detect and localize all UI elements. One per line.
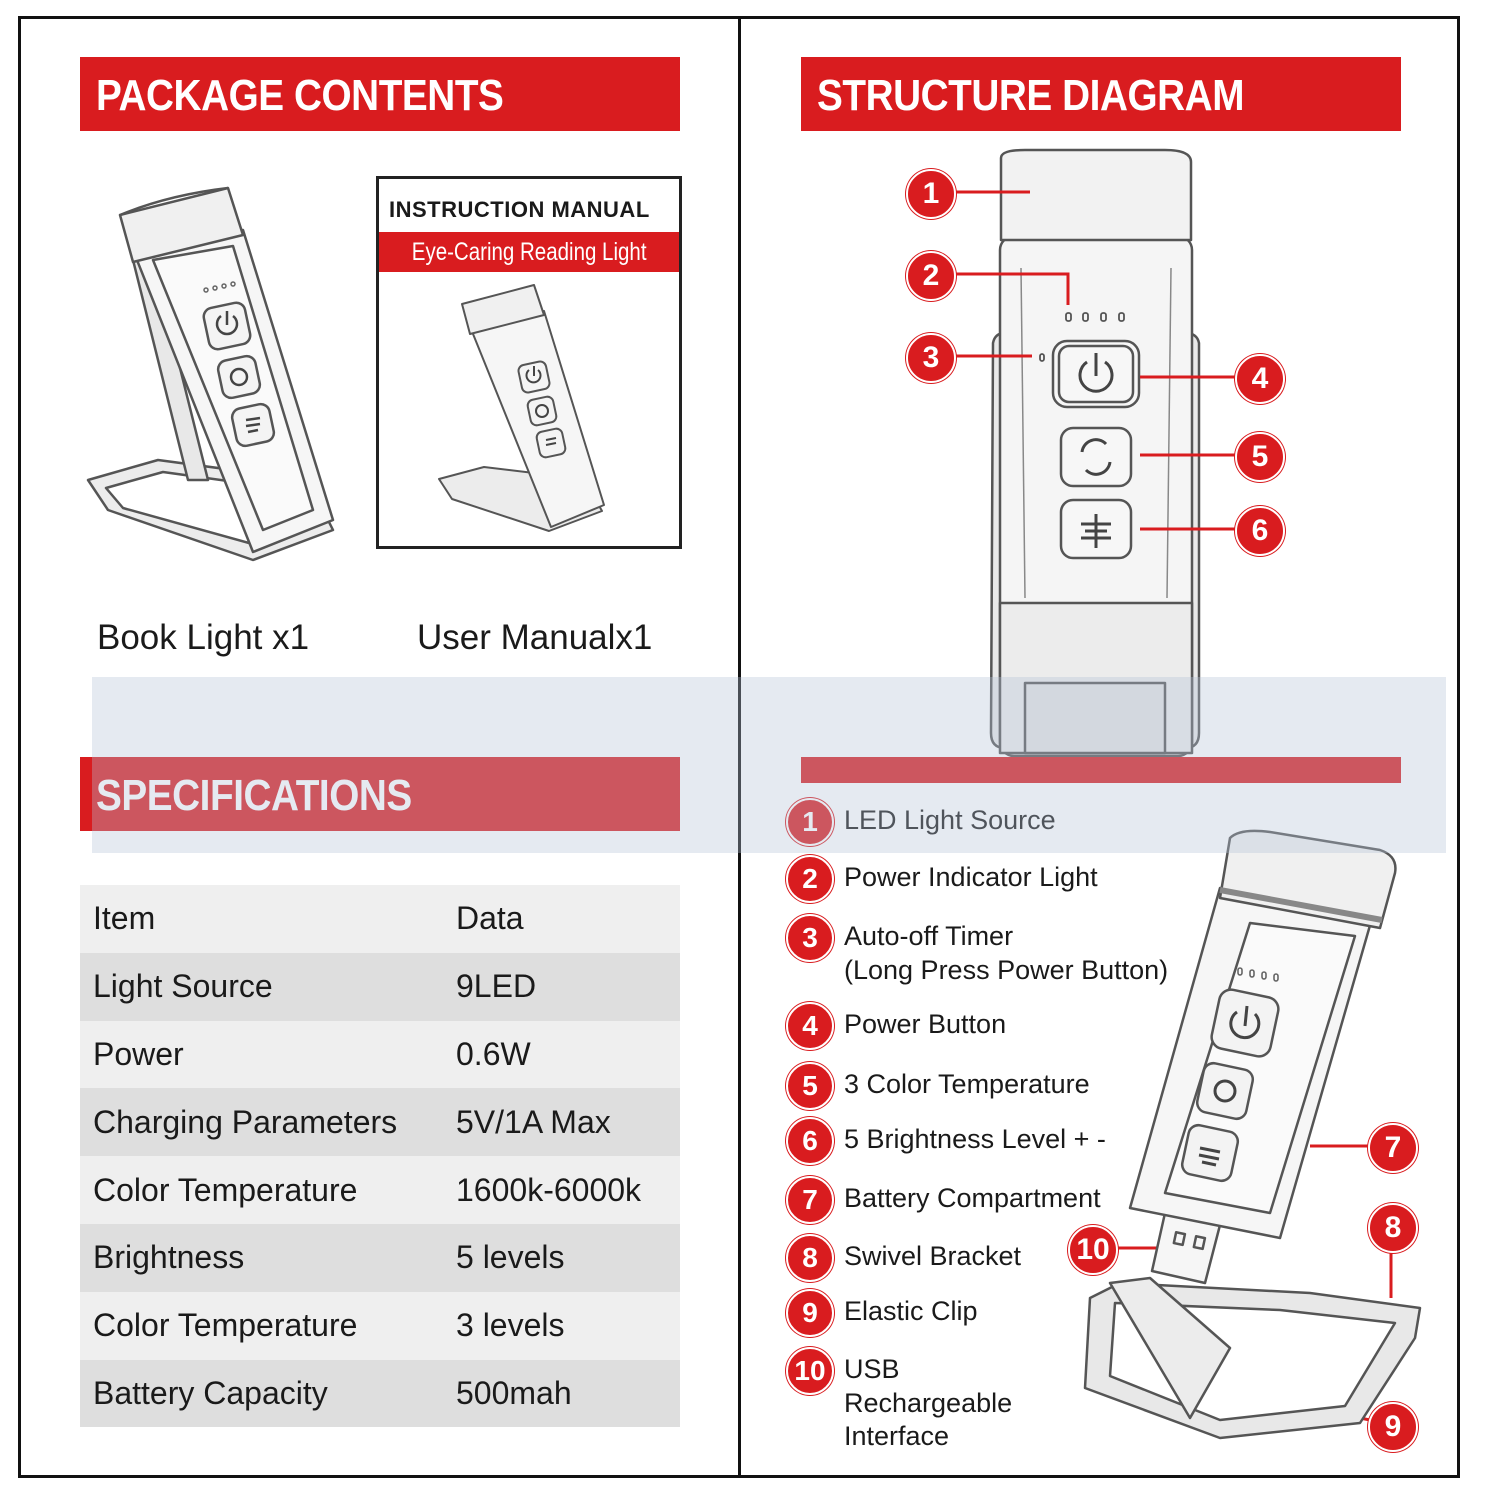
watermark-overlay [92, 677, 1446, 853]
specifications-table: Item Data Light Source 9LED Power 0.6W C… [80, 885, 680, 1428]
legend-label-line3: Interface [844, 1421, 950, 1451]
spec-item: Color Temperature [93, 1171, 358, 1208]
callout-9: 9 [1368, 1402, 1418, 1452]
table-row: Color Temperature 3 levels [80, 1291, 680, 1360]
manual-subtitle: Eye-Caring Reading Light [411, 238, 647, 266]
table-row: Battery Capacity 500mah [80, 1359, 680, 1428]
legend-number: 4 [786, 1002, 834, 1050]
spec-item: Battery Capacity [93, 1374, 328, 1411]
legend-number: 5 [786, 1062, 834, 1110]
callout-3: 3 [906, 333, 956, 383]
spec-value: 500mah [456, 1374, 572, 1411]
package-contents-title: PACKAGE CONTENTS [96, 71, 504, 120]
legend-number: 6 [786, 1117, 834, 1165]
callout-4: 4 [1235, 354, 1285, 404]
callout-8: 8 [1368, 1203, 1418, 1253]
callout-7: 7 [1368, 1123, 1418, 1173]
legend-label: 5 Brightness Level + - [844, 1124, 1106, 1154]
legend-label: LED Light Source [844, 805, 1056, 835]
legend-label: 3 Color Temperature [844, 1069, 1090, 1099]
spec-item: Light Source [93, 968, 273, 1005]
table-header-row: Item Data [80, 885, 680, 953]
legend-number: 7 [786, 1176, 834, 1224]
legend-label: USB [844, 1354, 900, 1384]
spec-value: 1600k-6000k [456, 1171, 642, 1208]
column-divider [738, 16, 741, 1478]
spec-value: 0.6W [456, 1035, 531, 1072]
structure-diagram-heading: STRUCTURE DIAGRAM [801, 57, 1401, 131]
legend-number: 3 [786, 914, 834, 962]
legend-number: 1 [786, 798, 834, 846]
device-angled-view [1083, 829, 1422, 1440]
spec-item: Brightness [93, 1239, 245, 1276]
callout-5: 5 [1235, 432, 1285, 482]
legend-number: 10 [786, 1347, 834, 1395]
table-row: Light Source 9LED [80, 952, 680, 1021]
legend-label: Power Button [844, 1009, 1007, 1039]
structure-divider-band [801, 757, 1401, 783]
legend-number: 2 [786, 855, 834, 903]
column-header-data: Data [456, 900, 524, 937]
manual-book-light-illustration [438, 284, 605, 532]
callout-6: 6 [1235, 506, 1285, 556]
spec-value: 5V/1A Max [456, 1103, 611, 1140]
legend-label-line2: Rechargeable [844, 1388, 1013, 1418]
legend-label: Power Indicator Light [844, 862, 1098, 892]
legend-label: Battery Compartment [844, 1183, 1101, 1213]
callout-10: 10 [1068, 1225, 1118, 1275]
legend-label: Swivel Bracket [844, 1241, 1022, 1271]
user-manual-caption: User Manualx1 [417, 618, 653, 657]
manual-subtitle-band: Eye-Caring Reading Light [379, 232, 679, 272]
table-row: Brightness 5 levels [80, 1223, 680, 1292]
specifications-title: SPECIFICATIONS [96, 771, 412, 820]
legend-number: 9 [786, 1289, 834, 1337]
spec-value: 3 levels [456, 1307, 565, 1344]
book-light-caption: Book Light x1 [97, 618, 310, 657]
spec-value: 9LED [456, 968, 537, 1005]
legend-label: Elastic Clip [844, 1296, 978, 1326]
package-contents-heading: PACKAGE CONTENTS [80, 57, 680, 131]
legend-number: 8 [786, 1234, 834, 1282]
table-row: Charging Parameters 5V/1A Max [80, 1088, 680, 1157]
table-row: Power 0.6W [80, 1020, 680, 1089]
instruction-manual-card: INSTRUCTION MANUAL Eye-Caring Reading Li… [376, 176, 682, 549]
spec-item: Power [93, 1035, 184, 1072]
book-light-illustration [86, 186, 335, 562]
legend-label: Auto-off Timer [844, 921, 1014, 951]
spec-item: Charging Parameters [93, 1103, 398, 1140]
table-row: Color Temperature 1600k-6000k [80, 1156, 680, 1224]
structure-diagram-title: STRUCTURE DIAGRAM [817, 71, 1245, 120]
specifications-heading: SPECIFICATIONS [80, 757, 680, 831]
device-front-view [989, 148, 1201, 758]
manual-title: INSTRUCTION MANUAL [389, 197, 650, 222]
callout-2: 2 [906, 251, 956, 301]
spec-value: 5 levels [456, 1239, 565, 1276]
callout-1: 1 [906, 169, 956, 219]
column-header-item: Item [93, 900, 156, 937]
legend-label-line2: (Long Press Power Button) [844, 955, 1169, 985]
spec-item: Color Temperature [93, 1307, 358, 1344]
